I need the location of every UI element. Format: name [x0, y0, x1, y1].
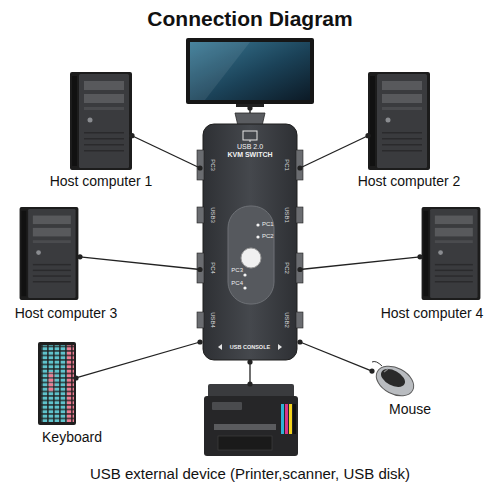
led — [256, 235, 259, 238]
port-label: USB2 — [284, 312, 291, 328]
led-label: PC3 — [227, 267, 243, 274]
paper-tray — [218, 436, 272, 450]
port-label: USB4 — [210, 312, 217, 328]
connector-dot — [365, 133, 370, 138]
connector-dot — [369, 369, 374, 374]
tower-computer — [70, 72, 132, 170]
usb-port — [197, 312, 204, 328]
led — [243, 273, 246, 276]
led-label: PC4 — [227, 280, 243, 287]
host-computer: Host computer 3 — [18, 207, 80, 300]
button-bezel — [228, 206, 274, 304]
port-label: PC3 — [210, 159, 217, 171]
connector-dot — [77, 254, 82, 259]
port-label: USB1 — [284, 207, 291, 223]
host-computer: Host computer 1 — [70, 72, 132, 170]
host-computer: Host computer 2 — [368, 72, 430, 170]
mouse: Mouse — [372, 360, 416, 400]
switch-title: USB 2.0 — [200, 143, 300, 151]
monitor-screen — [190, 42, 310, 100]
ink-tank — [293, 404, 296, 434]
vga-port — [197, 253, 204, 283]
connector-dot — [247, 105, 252, 110]
node-label: Mouse — [380, 402, 440, 417]
keyboard: Keyboard — [38, 342, 76, 425]
select-button — [241, 248, 261, 268]
console-arrow — [218, 344, 222, 350]
tower-computer — [422, 207, 481, 300]
connector-dot — [73, 375, 78, 380]
cable-line — [300, 342, 372, 371]
node-label: Host computer 3 — [0, 306, 137, 321]
connector-dot — [297, 165, 302, 170]
port-label: PC2 — [284, 262, 291, 274]
port-label: PC1 — [284, 159, 291, 171]
display-icon — [250, 140, 251, 142]
connector-dot — [129, 133, 134, 138]
connector-dot — [297, 267, 302, 272]
host-computer: Host computer 4 — [420, 207, 482, 300]
cable-line — [300, 136, 368, 168]
usb-port — [296, 312, 303, 328]
led — [243, 286, 246, 289]
connector-dot — [247, 381, 252, 386]
led-label: PC2 — [262, 233, 282, 240]
node-label: Host computer 1 — [30, 174, 172, 189]
usb-port — [296, 207, 303, 223]
node-label: Keyboard — [32, 430, 112, 445]
vga-port — [296, 253, 303, 283]
ink-tank — [285, 404, 288, 434]
node-label: Host computer 2 — [338, 174, 480, 189]
usb-device: USB external device (Printer,scanner, US… — [203, 384, 297, 456]
monitor-frame — [186, 38, 314, 104]
ink-tank — [281, 404, 284, 434]
screen-glare — [190, 42, 250, 100]
vga-port — [296, 150, 303, 180]
port-label: PC4 — [210, 262, 217, 274]
keyboard-keys — [47, 372, 55, 392]
cable-line — [76, 342, 200, 378]
cable-line — [132, 136, 200, 168]
led — [256, 223, 259, 226]
cable-line — [300, 257, 420, 270]
printer-lid — [208, 384, 294, 398]
keyboard-keys — [67, 345, 74, 422]
mouse-body — [371, 360, 419, 402]
ink-tank — [289, 404, 292, 434]
console-arrow — [278, 344, 282, 350]
cable-line — [80, 257, 200, 270]
paper-slot — [214, 424, 276, 430]
connector-dot — [417, 254, 422, 259]
node-label: USB external device (Printer,scanner, US… — [10, 466, 490, 483]
printer-panel — [212, 402, 242, 410]
node-label: Host computer 4 — [361, 306, 500, 321]
port-label: USB3 — [210, 207, 217, 223]
printer-body — [204, 396, 298, 456]
mouse-top — [378, 365, 408, 390]
mouse-cable — [372, 362, 382, 367]
tower-computer — [368, 72, 430, 170]
keyboard-keys — [41, 345, 67, 422]
console-label: USB CONSOLE — [200, 344, 300, 350]
usb-port — [197, 207, 204, 223]
display-icon — [243, 131, 257, 140]
keyboard-body — [38, 342, 76, 425]
cable-line — [249, 362, 250, 384]
connector-dot — [197, 267, 202, 272]
tower-computer — [20, 207, 79, 300]
connector-dot — [197, 339, 202, 344]
connector-dot — [247, 359, 252, 364]
switch-title: KVM SWITCH — [200, 151, 300, 159]
vga-port — [197, 150, 204, 180]
kvm-body — [203, 124, 297, 360]
mouse-wheel — [384, 369, 388, 372]
connector-dot — [297, 339, 302, 344]
connector-dot — [197, 165, 202, 170]
led-label: PC1 — [262, 221, 282, 228]
diagram-title: Connection Diagram — [0, 7, 500, 30]
